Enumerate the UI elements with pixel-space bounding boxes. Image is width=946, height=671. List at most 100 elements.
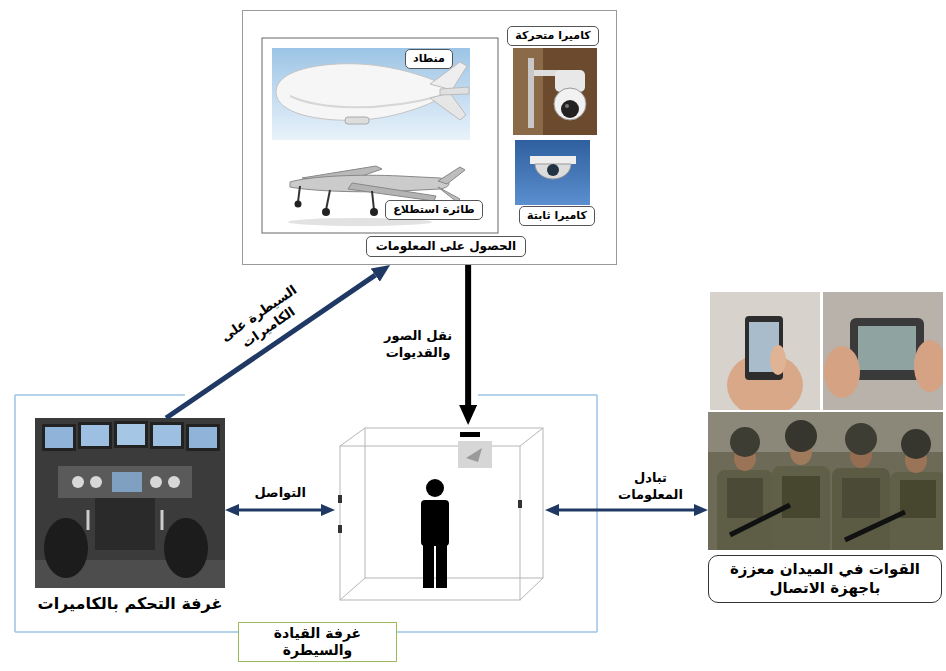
command-room-drawing [421,500,449,546]
node-label: منطاد [413,52,445,66]
group-outline [15,631,240,633]
moving-camera-photo [513,48,543,135]
control-room-photo [72,476,84,488]
command-room-drawing [340,578,365,600]
fixed-camera-photo [530,156,576,164]
node-label: غرفة القيادة والسيطرة [238,622,397,662]
command-room-drawing [340,428,365,446]
aerostat-picture [272,48,470,140]
aerostat-picture [276,64,454,121]
control-room-photo [164,518,208,578]
edge-label: تبادل المعلومات [606,470,696,504]
fixed-camera-photo [515,140,590,205]
soldier-figure [900,480,936,518]
fixed-camera-photo [547,164,559,176]
command-room-drawing [466,448,482,462]
aerostat-picture [345,117,369,124]
edge-label: السيطرة على الكاميرات [216,281,311,361]
control-room-photo [114,421,148,448]
soldier-figure [890,429,943,550]
control-room-photo [35,418,225,588]
group-outline [14,395,16,632]
command-room-drawing [338,495,342,503]
edge-label: نقل الصور والقديوات [378,328,458,362]
node-frame: غرفة التحكم بالكاميرات [35,418,225,588]
soldier-figure [901,429,931,459]
aerostat-picture [272,48,470,140]
connector [166,275,375,418]
moving-camera-photo [528,58,534,128]
group-outline [15,395,597,632]
aerostat-picture [290,96,440,107]
control-room-photo [189,427,217,448]
callout-tag: طائرة استطلاع [385,200,482,220]
drone-picture [322,208,330,216]
phone-photos [710,292,946,417]
control-room-photo [150,422,184,449]
control-room-photo [112,472,142,492]
control-room-photo [35,418,225,588]
control-room-photo [186,424,220,451]
control-room-photo [150,476,162,488]
command-room-drawing [365,428,543,578]
command-room-drawing [458,441,492,468]
control-room-photo [153,425,181,446]
soldiers-photo [845,512,905,540]
node-label: كاميرا متحركة [515,29,590,43]
soldier-figure [890,472,943,550]
callout-tag: منطاد [405,49,453,69]
soldier-figure [717,427,773,550]
drone-picture [372,191,374,210]
group-outline [596,395,598,632]
drone-picture [438,167,465,184]
soldier-figure [842,478,880,518]
aerostat-picture [440,87,469,95]
moving-camera-photo [513,48,597,135]
moving-camera-photo [554,88,586,120]
node-label: الحصول على المعلومات [366,236,526,257]
soldier-figure [782,476,820,518]
command-room-drawing [460,432,480,437]
soldier-figure [727,478,763,518]
callout-tag: كاميرا ثابتة [519,206,595,226]
command-room-drawing [338,428,543,600]
drone-picture [348,183,436,201]
node-label: كاميرا ثابتة [527,209,587,223]
moving-camera-photo [513,48,597,135]
command-room-drawing [520,578,543,600]
control-room-photo [78,422,112,449]
soldier-figure [772,420,830,550]
command-room-drawing [520,428,543,446]
phone-photos [850,318,924,380]
moving-camera-photo [565,104,569,108]
node-frame: الحصول على المعلومات منطاد طائرة استطلاع كا… [242,10,617,265]
command-room-drawing [340,446,520,600]
panel-ground [262,38,498,233]
soldier-figure [845,423,877,455]
connector [559,509,694,512]
node-frame: غرفة القيادة والسيطرة [335,425,545,603]
drone-picture [370,208,378,216]
soldiers-photo [730,505,790,535]
node-label: طائرة استطلاع [393,203,474,217]
aerostat-picture [430,93,466,120]
panel-ground [242,10,617,265]
phone-photos [914,340,943,392]
group-outline [15,394,185,396]
command-room-drawing [436,543,447,588]
node-frame: القوات في الميدان معززة باجهزة الاتصال [708,292,942,612]
control-room-photo [58,466,192,498]
panel-ground [242,10,617,265]
group-outline [396,631,597,633]
control-room-photo [81,425,109,446]
drone-picture [326,190,330,210]
control-room-photo [44,518,88,578]
soldier-figure [730,427,760,457]
soldiers-photo [708,412,943,550]
control-room-photo [161,510,164,530]
control-room-photo [95,498,155,550]
soldier-figure [785,420,817,452]
control-room-photo [117,424,145,445]
control-room-photo [90,476,102,488]
